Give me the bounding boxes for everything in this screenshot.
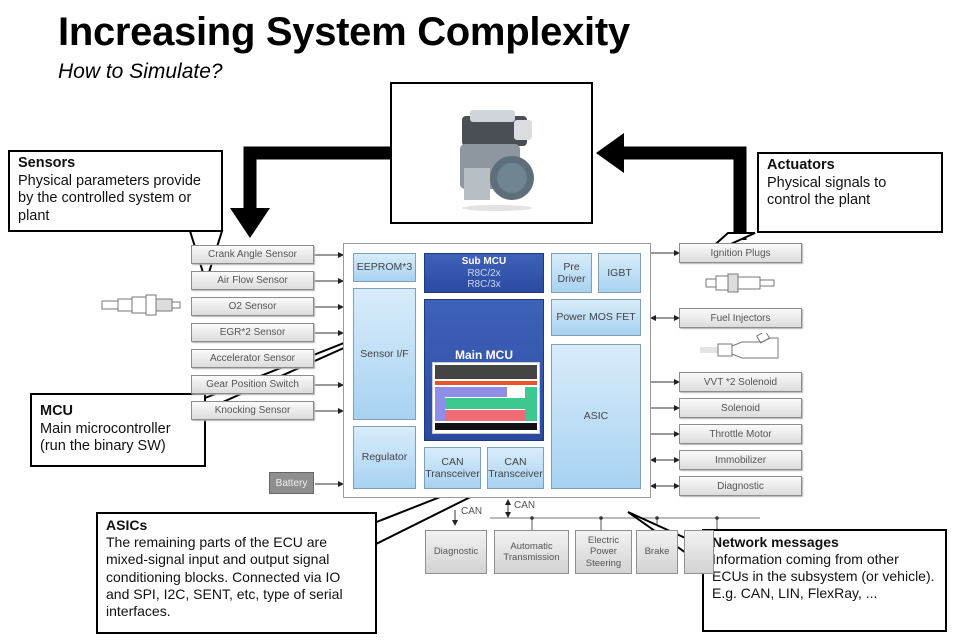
actuators-to-plant-arrow	[596, 133, 747, 240]
sub-mcu-block: Sub MCU R8C/2x R8C/3x	[424, 253, 544, 293]
rte-layer	[435, 381, 537, 385]
pre-driver-block: Pre Driver	[551, 253, 592, 293]
plant-to-sensors-arrow	[230, 146, 391, 238]
sensor-box: Knocking Sensor	[191, 401, 314, 420]
ignition-plug-icon	[705, 273, 775, 293]
services-layer	[435, 387, 507, 397]
can-bus	[452, 499, 760, 530]
network-callout-title: Network messages	[712, 534, 839, 550]
mcu-callout-title: MCU	[40, 403, 74, 419]
sensor-connectors	[314, 252, 344, 414]
actuator-box: Solenoid	[679, 398, 802, 418]
sensors-callout: Sensors Physical parameters provide by t…	[8, 150, 223, 232]
actuator-box: Ignition Plugs	[679, 243, 802, 263]
actuator-box: Immobilizer	[679, 450, 802, 470]
sensor-box: Accelerator Sensor	[191, 349, 314, 368]
mcu-callout-body: Main microcontroller (run the binary SW)	[40, 420, 171, 455]
network-node-automatic-transmission: Automatic Transmission	[494, 530, 569, 574]
sensor-box: O2 Sensor	[191, 297, 314, 316]
spark-plug-icon	[101, 294, 181, 316]
main-mcu-title: Main MCU	[455, 348, 513, 362]
actuator-box: Fuel Injectors	[679, 308, 802, 328]
sensor-box: Crank Angle Sensor	[191, 245, 314, 264]
software-stack-diagram	[432, 362, 540, 434]
network-node-electric-power-steering: Electric Power Steering	[575, 530, 632, 574]
can-transceiver-1-block: CAN Transceiver	[424, 447, 481, 489]
engine-image	[460, 110, 534, 211]
mcal-layer	[445, 410, 525, 421]
network-callout: Network messages Information coming from…	[702, 529, 947, 632]
network-node-diagnostic: Diagnostic	[425, 530, 487, 574]
actuator-box: Diagnostic	[679, 476, 802, 496]
fuel-injector-icon	[700, 333, 779, 359]
igbt-block: IGBT	[598, 253, 641, 293]
sensor-box: EGR*2 Sensor	[191, 323, 314, 342]
sensor-box: Gear Position Switch	[191, 375, 314, 394]
microcontroller-layer	[435, 423, 537, 430]
page-subtitle: How to Simulate?	[58, 60, 223, 83]
sensors-callout-body: Physical parameters provide by the contr…	[18, 172, 201, 225]
page-title: Increasing System Complexity	[58, 10, 630, 54]
plant-box	[390, 82, 593, 224]
actuator-connectors	[650, 250, 680, 489]
main-mcu-block: Main MCU	[424, 299, 544, 441]
asics-callout-title: ASICs	[106, 517, 148, 533]
actuators-callout-body: Physical signals to control the plant	[767, 174, 887, 209]
services-layer-side	[435, 387, 445, 421]
actuator-box: VVT *2 Solenoid	[679, 372, 802, 392]
asic-block: ASIC	[551, 344, 641, 489]
regulator-block: Regulator	[353, 426, 416, 489]
actuators-callout-title: Actuators	[767, 157, 835, 173]
sub-mcu-title: Sub MCU	[461, 256, 507, 267]
eeprom-block: EEPROM*3	[353, 253, 416, 282]
complex-drivers	[525, 387, 537, 421]
sub-mcu-line2: R8C/3x	[467, 279, 501, 290]
application-layer	[435, 365, 537, 379]
can-label-2: CAN	[514, 500, 536, 511]
mcu-callout: MCU Main microcontroller (run the binary…	[30, 393, 206, 467]
sensor-box: Air Flow Sensor	[191, 271, 314, 290]
can-label-1: CAN	[461, 506, 483, 517]
network-callout-body: Information coming from other ECUs in th…	[712, 551, 935, 602]
network-node-other	[684, 530, 714, 574]
actuators-callout: Actuators Physical signals to control th…	[757, 152, 943, 233]
can-transceiver-2-block: CAN Transceiver	[487, 447, 544, 489]
sub-mcu-line1: R8C/2x	[467, 267, 501, 279]
network-node-brake: Brake	[636, 530, 678, 574]
battery-icon: Battery	[269, 472, 314, 494]
sensors-callout-title: Sensors	[18, 155, 76, 171]
ecu-abstraction-layer	[445, 398, 525, 409]
asics-callout: ASICs The remaining parts of the ECU are…	[96, 512, 377, 634]
sensor-if-block: Sensor I/F	[353, 288, 416, 420]
asics-callout-body: The remaining parts of the ECU are mixed…	[106, 534, 343, 620]
actuator-box: Throttle Motor	[679, 424, 802, 444]
ecu-board: EEPROM*3 Sub MCU R8C/2x R8C/3x Pre Drive…	[343, 243, 651, 498]
power-mos-fet-block: Power MOS FET	[551, 299, 641, 336]
